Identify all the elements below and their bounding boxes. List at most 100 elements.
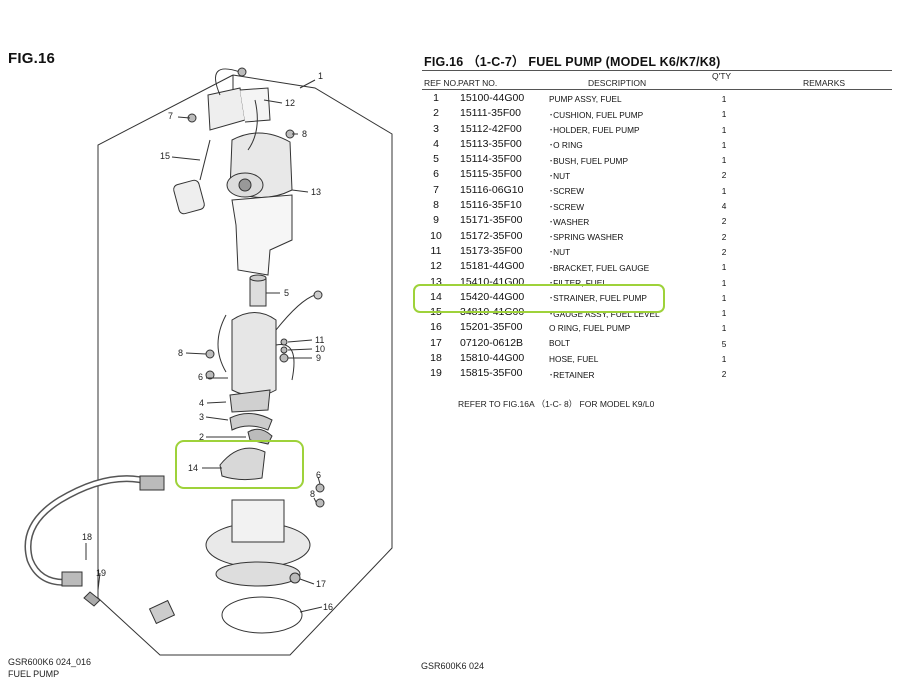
- table-code-caption: GSR600K6 024: [421, 661, 485, 671]
- header-remarks: REMARKS: [803, 78, 846, 88]
- cell-desc: ･RETAINER: [549, 369, 595, 380]
- cell-part: 15116-06G10: [460, 183, 524, 196]
- callout-3: 3: [199, 412, 204, 422]
- cell-part: 15114-35F00: [460, 153, 522, 166]
- cell-qty: 2: [721, 246, 727, 257]
- cell-part: 15111-35F00: [460, 107, 521, 120]
- cell-part: 15172-35F00: [460, 229, 523, 242]
- cell-desc: ･STRAINER, FUEL PUMP: [549, 293, 647, 304]
- cell-desc: ･HOLDER, FUEL PUMP: [549, 125, 640, 136]
- fuel-hose: [24, 475, 152, 586]
- callout-8: 8: [302, 129, 307, 139]
- cell-qty: 1: [721, 185, 727, 196]
- bracket-part: [207, 87, 246, 131]
- callout-17: 17: [316, 579, 326, 589]
- cell-desc: O RING, FUEL PUMP: [549, 322, 631, 333]
- fuel-gauge-float: [173, 179, 205, 215]
- highlight-strainer-row: [413, 284, 665, 313]
- callout-18: 18: [82, 532, 92, 542]
- callout-14: 14: [188, 463, 198, 473]
- cell-desc: HOSE, FUEL: [549, 353, 599, 364]
- strainer-part: [219, 447, 266, 481]
- callout-8c: 8: [310, 489, 315, 499]
- cell-qty: 1: [721, 94, 727, 104]
- callout-1: 1: [318, 71, 323, 81]
- cell-part: 15171-35F00: [460, 214, 523, 227]
- parts-table-title: FIG.16 （1-C-7） FUEL PUMP (MODEL K6/K7/K8…: [424, 55, 721, 69]
- cell-desc: ･SCREW: [549, 186, 585, 197]
- cell-part: 15115-35F00: [460, 168, 522, 181]
- cell-ref: 19: [430, 367, 442, 380]
- diagram-name-caption: FUEL PUMP: [8, 669, 60, 679]
- model-reference-note: REFER TO FIG.16A （1-C- 8） FOR MODEL K9/L…: [458, 399, 655, 409]
- cell-part: 15116-35F10: [460, 199, 522, 212]
- cell-desc: ･FILTER, FUEL: [549, 278, 607, 289]
- cell-ref: 8: [433, 199, 439, 212]
- callout-7: 7: [168, 111, 173, 121]
- cell-part: 15815-35F00: [460, 367, 523, 380]
- cell-ref: 9: [433, 214, 439, 227]
- cell-part: 15181-44G00: [460, 260, 525, 273]
- cell-desc: PUMP ASSY, FUEL: [549, 93, 622, 104]
- cell-ref: 13: [430, 275, 442, 288]
- holder-part: [229, 389, 271, 413]
- cell-desc: ･BUSH, FUEL PUMP: [549, 155, 628, 166]
- callout-16: 16: [323, 602, 333, 612]
- cell-part: 15100-44G00: [460, 92, 525, 104]
- table-row: 19 15815-35F00 ･RETAINER 2: [422, 365, 892, 380]
- cell-desc: ･GAUGE ASSY, FUEL LEVEL: [549, 308, 660, 319]
- cell-part: 07120-0612B: [460, 336, 524, 349]
- cell-ref: 3: [433, 122, 439, 135]
- cushion-part: [229, 413, 273, 431]
- callout-15: 15: [160, 151, 170, 161]
- cell-ref: 14: [430, 290, 442, 303]
- cell-ref: 11: [430, 244, 442, 257]
- cell-qty: 1: [721, 109, 727, 120]
- cell-desc: ･CUSHION, FUEL PUMP: [549, 109, 644, 120]
- gasket-ring: [221, 596, 303, 634]
- cell-ref: 2: [433, 107, 439, 120]
- callout-6: 6: [198, 372, 203, 382]
- callout-4: 4: [199, 398, 204, 408]
- pump-body: [231, 312, 277, 397]
- diagram-frame: [97, 74, 393, 656]
- cell-qty: 4: [721, 201, 727, 212]
- table-row: 1 15100-44G00 PUMP ASSY, FUEL 1: [422, 90, 892, 105]
- diagram-code-caption: GSR600K6 024_016: [8, 657, 92, 667]
- highlight-strainer-diagram: [175, 440, 304, 489]
- cell-desc: ･BRACKET, FUEL GAUGE: [549, 262, 650, 273]
- callout-5: 5: [284, 288, 289, 298]
- table-body: 1 15100-44G00 PUMP ASSY, FUEL 1 2 15111-35F0…: [422, 90, 892, 381]
- cell-ref: 1: [433, 92, 439, 104]
- cell-desc: BOLT: [549, 338, 571, 349]
- cell-desc: ･NUT: [549, 247, 571, 258]
- bush-part: [249, 277, 267, 307]
- callout-8b: 8: [178, 348, 183, 358]
- cell-part: 15201-35F00: [460, 321, 523, 334]
- table-header: REF NO. PART NO. DESCRIPTION Q'TY REMARK…: [422, 70, 892, 90]
- callout-2: 2: [199, 432, 204, 442]
- cell-desc: ･SPRING WASHER: [549, 232, 624, 243]
- cell-ref: 18: [430, 352, 442, 365]
- cell-part: 15112-42F00: [460, 122, 522, 135]
- cell-qty: 1: [721, 155, 727, 166]
- cell-part: 15810-44G00: [460, 352, 525, 365]
- cell-qty: 1: [721, 277, 727, 288]
- cell-desc: ･WASHER: [549, 216, 590, 227]
- fuel-pump-exploded-diagram: 1 12 7 8 15 13 5 11 10 9 8 6 4 3 2 14 6 …: [24, 67, 393, 656]
- cell-qty: 2: [721, 369, 727, 380]
- filter-part: [231, 194, 293, 276]
- callout-12: 12: [285, 98, 295, 108]
- cell-qty: 1: [721, 139, 727, 150]
